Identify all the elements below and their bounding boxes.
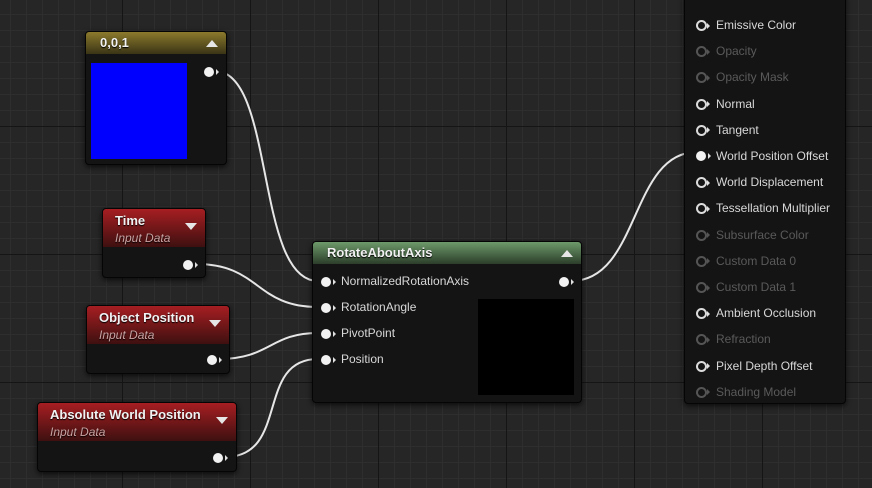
constant-node-title: 0,0,1 <box>100 35 129 50</box>
material-input-pin <box>696 334 710 346</box>
material-input-pin[interactable] <box>696 98 710 110</box>
object-position-node-header[interactable]: Object Position Input Data <box>87 306 229 344</box>
material-input-pin[interactable] <box>696 124 710 136</box>
input-pin-normalized-rotation-axis[interactable] <box>321 277 336 287</box>
material-input-pin <box>696 255 710 267</box>
time-node[interactable]: Time Input Data <box>102 208 206 278</box>
material-input-label: Refraction <box>716 332 771 347</box>
collapse-arrow-icon[interactable] <box>561 250 573 257</box>
material-input-label: Custom Data 0 <box>716 253 797 268</box>
material-input-label: World Position Offset <box>716 149 829 163</box>
material-input-pin[interactable] <box>696 177 710 189</box>
input-label: Position <box>341 352 384 366</box>
material-input-pin <box>696 72 710 84</box>
material-input-label: Tangent <box>716 122 759 137</box>
rotate-node-title: RotateAboutAxis <box>327 245 433 260</box>
output-pin[interactable] <box>559 277 574 287</box>
object-position-node-subtitle: Input Data <box>99 328 155 342</box>
output-pin[interactable] <box>183 260 198 270</box>
material-input-pin[interactable] <box>696 20 710 31</box>
material-input-pin[interactable] <box>696 203 710 215</box>
input-label: PivotPoint <box>341 326 396 340</box>
material-input-label: Normal <box>716 96 755 111</box>
material-input-label: World Displacement <box>716 175 824 190</box>
material-input-pin <box>696 386 710 398</box>
expand-arrow-icon[interactable] <box>216 417 228 424</box>
wire-world-position-to-position <box>224 358 319 458</box>
wire-time-to-rotation-angle <box>195 263 319 308</box>
input-pin-position[interactable] <box>321 355 336 365</box>
wire-object-position-to-pivot <box>218 332 319 360</box>
input-pin-pivot-point[interactable] <box>321 329 336 339</box>
collapse-arrow-icon[interactable] <box>206 40 218 47</box>
material-input-label: Opacity <box>716 44 757 59</box>
expand-arrow-icon[interactable] <box>209 320 221 327</box>
absolute-world-position-node-header[interactable]: Absolute World Position Input Data <box>38 403 236 441</box>
wire-const-to-rotation-axis <box>214 70 319 282</box>
material-input-pin[interactable] <box>696 360 710 372</box>
input-pin-rotation-angle[interactable] <box>321 303 336 313</box>
input-label: RotationAngle <box>341 300 417 314</box>
absolute-world-position-node[interactable]: Absolute World Position Input Data <box>37 402 237 472</box>
output-pin[interactable] <box>207 355 222 365</box>
time-node-subtitle: Input Data <box>115 231 171 245</box>
absolute-world-position-node-title: Absolute World Position <box>50 407 201 422</box>
constant-vector-node[interactable]: 0,0,1 <box>85 31 227 165</box>
node-preview <box>478 299 574 395</box>
object-position-node[interactable]: Object Position Input Data <box>86 305 230 374</box>
time-node-header[interactable]: Time Input Data <box>103 209 205 247</box>
rotate-node-header[interactable]: RotateAboutAxis <box>313 242 581 264</box>
material-input-pin <box>696 229 710 241</box>
wire-rotate-to-world-position-offset <box>570 151 698 282</box>
material-input-pin[interactable] <box>696 151 711 161</box>
material-input-label: Shading Model <box>716 384 797 399</box>
material-input-label: Pixel Depth Offset <box>716 358 813 373</box>
absolute-world-position-node-subtitle: Input Data <box>50 425 106 439</box>
material-input-label: Tessellation Multiplier <box>716 201 831 216</box>
color-swatch <box>91 63 187 159</box>
object-position-node-title: Object Position <box>99 310 195 325</box>
output-pin[interactable] <box>204 67 219 77</box>
material-input-label: Subsurface Color <box>716 227 809 242</box>
material-input-pin <box>696 282 710 293</box>
rotate-about-axis-node[interactable]: RotateAboutAxis NormalizedRotationAxis R… <box>312 241 582 403</box>
output-pin[interactable] <box>213 453 228 463</box>
time-node-title: Time <box>115 213 146 228</box>
expand-arrow-icon[interactable] <box>185 223 197 230</box>
input-label: NormalizedRotationAxis <box>341 274 470 288</box>
material-input-pin <box>696 46 710 58</box>
material-input-label: Opacity Mask <box>716 70 789 85</box>
material-input-pin[interactable] <box>696 308 710 320</box>
material-input-label: Emissive Color <box>716 18 797 32</box>
material-input-label: Custom Data 1 <box>716 280 797 294</box>
material-input-label: Ambient Occlusion <box>716 306 817 321</box>
constant-node-header[interactable]: 0,0,1 <box>86 32 226 54</box>
